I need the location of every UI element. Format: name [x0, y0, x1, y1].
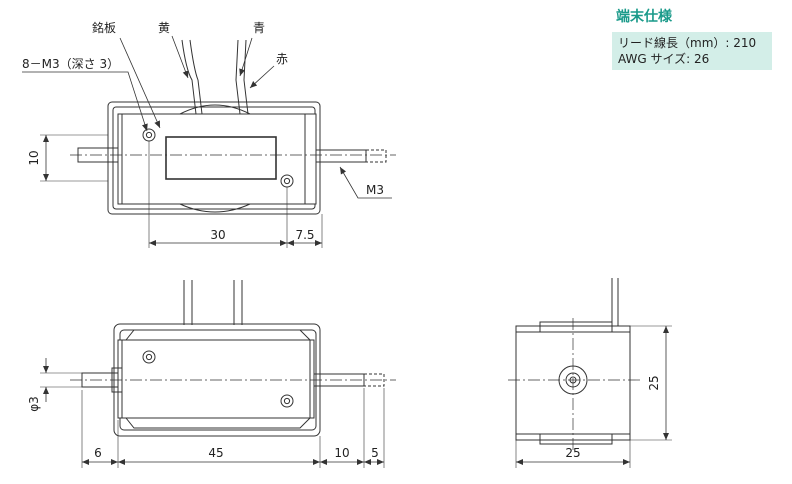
label-thread: M3 [366, 183, 384, 197]
lead-blue-2 [243, 39, 249, 115]
front-right-thread [363, 373, 385, 387]
top-frame-outer [107, 101, 321, 215]
dim-shaft-diameter: φ3 [27, 396, 41, 412]
dim-side-height: 25 [647, 375, 661, 390]
top-view-labels: 銘板 黄 青 赤 8－M3（深さ 3） M3 10 30 7.5 [22, 20, 384, 242]
front-hole-left [142, 350, 156, 364]
label-red: 赤 [276, 52, 288, 66]
lead-yellow [181, 39, 197, 115]
front-hole-right [280, 394, 294, 408]
spec-lead-length: リード線長（mm）: 210 [618, 36, 757, 50]
top-right-shaft [315, 149, 367, 163]
dim-body-length: 45 [208, 446, 223, 460]
top-view [22, 35, 396, 248]
top-right-thread [365, 149, 387, 163]
front-chamfer-top [125, 329, 311, 341]
front-chamfer-bottom [125, 417, 311, 429]
nameplate [165, 136, 277, 180]
top-body [117, 113, 317, 205]
dim-thread-length: 5 [371, 446, 379, 460]
spec-box: リード線長（mm）: 210 AWG サイズ: 26 [612, 32, 772, 70]
front-view-labels: φ3 6 45 10 5 [27, 396, 379, 460]
side-view-labels: 25 25 [565, 375, 661, 460]
spec-title: 端末仕様 [616, 9, 672, 25]
dim-side-width: 25 [565, 446, 580, 460]
label-yellow: 黄 [158, 21, 170, 35]
spec-awg-size: AWG サイズ: 26 [618, 52, 710, 66]
lead-yellow-2 [189, 39, 203, 115]
label-blue: 青 [253, 21, 265, 35]
coil-top [179, 104, 251, 115]
dim-plunger-extend: 6 [94, 446, 102, 460]
dim-shaft-length: 10 [334, 446, 349, 460]
front-body [117, 339, 315, 419]
label-nameplate: 銘板 [92, 20, 116, 35]
dim-top-hole-pitch: 30 [210, 228, 225, 242]
dim-top-height: 10 [27, 150, 41, 165]
dim-top-shaft-offset: 7.5 [295, 228, 314, 242]
side-view [508, 278, 672, 468]
lead-blue [235, 39, 241, 115]
front-view [40, 280, 396, 468]
coil-bottom [179, 203, 251, 213]
label-mounting-holes: 8－M3（深さ 3） [22, 57, 119, 71]
